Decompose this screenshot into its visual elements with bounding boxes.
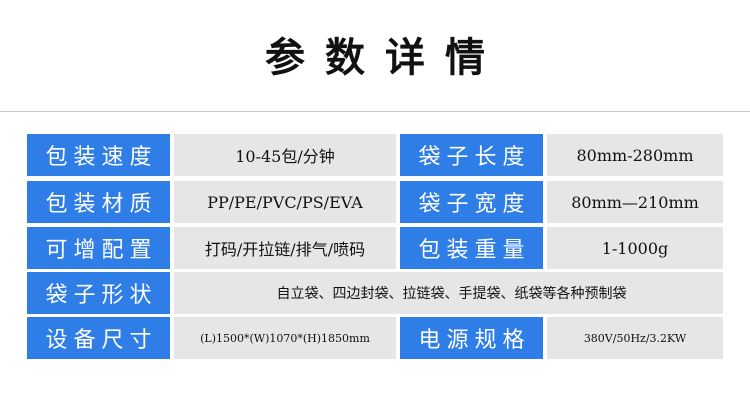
packing-speed-value: 10-45包/分钟 <box>174 134 396 176</box>
packing-material-label: 包装材质 <box>27 181 170 223</box>
optional-config-label: 可增配置 <box>27 227 170 269</box>
bag-length-label: 袋子长度 <box>400 134 543 176</box>
packing-weight-value: 1-1000g <box>547 227 723 269</box>
optional-config-value: 打码/开拉链/排气/喷码 <box>174 227 396 269</box>
packing-weight-label: 包装重量 <box>400 227 543 269</box>
power-spec-label: 电源规格 <box>400 317 543 359</box>
divider <box>0 111 750 112</box>
bag-shape-label: 袋子形状 <box>27 272 170 314</box>
bag-width-label: 袋子宽度 <box>400 181 543 223</box>
bag-shape-value: 自立袋、四边封袋、拉链袋、手提袋、纸袋等各种预制袋 <box>174 272 723 314</box>
packing-material-value: PP/PE/PVC/PS/EVA <box>174 181 396 223</box>
equipment-size-value: (L)1500*(W)1070*(H)1850mm <box>174 317 396 359</box>
bag-width-value: 80mm—210mm <box>547 181 723 223</box>
power-spec-value: 380V/50Hz/3.2KW <box>547 317 723 359</box>
bag-length-value: 80mm-280mm <box>547 134 723 176</box>
packing-speed-label: 包装速度 <box>27 134 170 176</box>
equipment-size-label: 设备尺寸 <box>27 317 170 359</box>
page-title: 参数详情 <box>265 35 505 81</box>
